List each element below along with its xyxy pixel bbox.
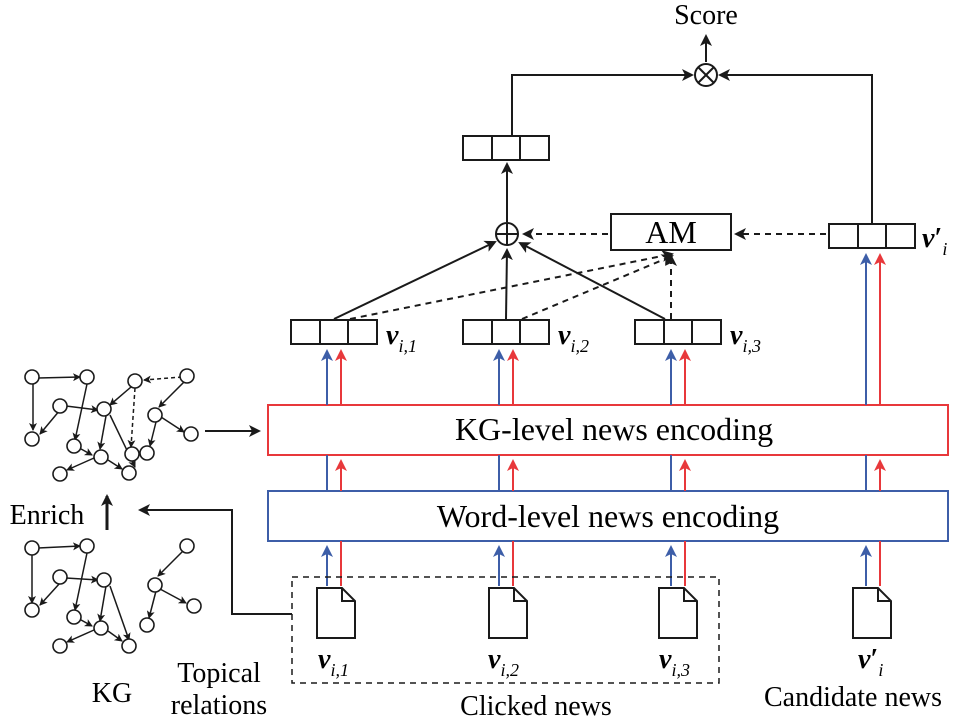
clicked-news-group — [291, 576, 720, 684]
clicked-vector-3-label: vi,3 — [730, 320, 761, 356]
candidate-vector-label: v′i — [922, 223, 947, 259]
topical-relations-label-line1: Topical — [177, 658, 261, 689]
attention-module-box: AM — [610, 213, 732, 251]
clicked-vector-1-label: vi,1 — [386, 320, 417, 356]
attention-module-label: AM — [645, 214, 697, 250]
clicked-vector-2-label: vi,2 — [558, 320, 589, 356]
candidate-vector — [828, 223, 916, 249]
candidate-news-caption: Candidate news — [764, 682, 942, 713]
candidate-news-vector-label: v′i — [858, 644, 883, 680]
topical-relations-arrow — [138, 504, 292, 615]
user-to-score-line — [511, 69, 694, 136]
candidate-to-score-line — [718, 69, 873, 224]
score-label: Score — [674, 0, 738, 31]
kg-level-encoder-label: KG-level news encoding — [455, 411, 773, 447]
kg-level-encoder: KG-level news encoding — [267, 404, 949, 456]
clicked-news-2-label: vi,2 — [488, 644, 519, 680]
enriched-kg-graph — [24, 368, 199, 482]
kg-label: KG — [92, 678, 132, 709]
clicked-news-doc-2-icon — [488, 587, 528, 639]
clicked-news-doc-1-icon — [316, 587, 356, 639]
enrich-label: Enrich — [10, 500, 85, 531]
clicked-vector-3 — [634, 319, 722, 345]
clicked-news-1-label: vi,1 — [318, 644, 349, 680]
topical-relations-label-line2: relations — [171, 690, 267, 721]
clicked-vector-2 — [462, 319, 550, 345]
clicked-vector-1 — [290, 319, 378, 345]
sum-operator — [495, 222, 519, 246]
clicked-news-3-label: vi,3 — [659, 644, 690, 680]
multiply-operator — [694, 63, 718, 87]
clicked-news-doc-3-icon — [658, 587, 698, 639]
word-level-encoder: Word-level news encoding — [267, 490, 949, 542]
clicked-news-caption: Clicked news — [460, 691, 612, 722]
aggregation-lines — [333, 240, 666, 320]
kg-graph — [24, 538, 202, 654]
attention-lines — [349, 250, 677, 320]
word-level-encoder-label: Word-level news encoding — [437, 498, 779, 534]
user-vector — [462, 135, 550, 161]
encoding-flow-arrows — [321, 253, 886, 586]
candidate-news-doc-icon — [852, 587, 892, 639]
